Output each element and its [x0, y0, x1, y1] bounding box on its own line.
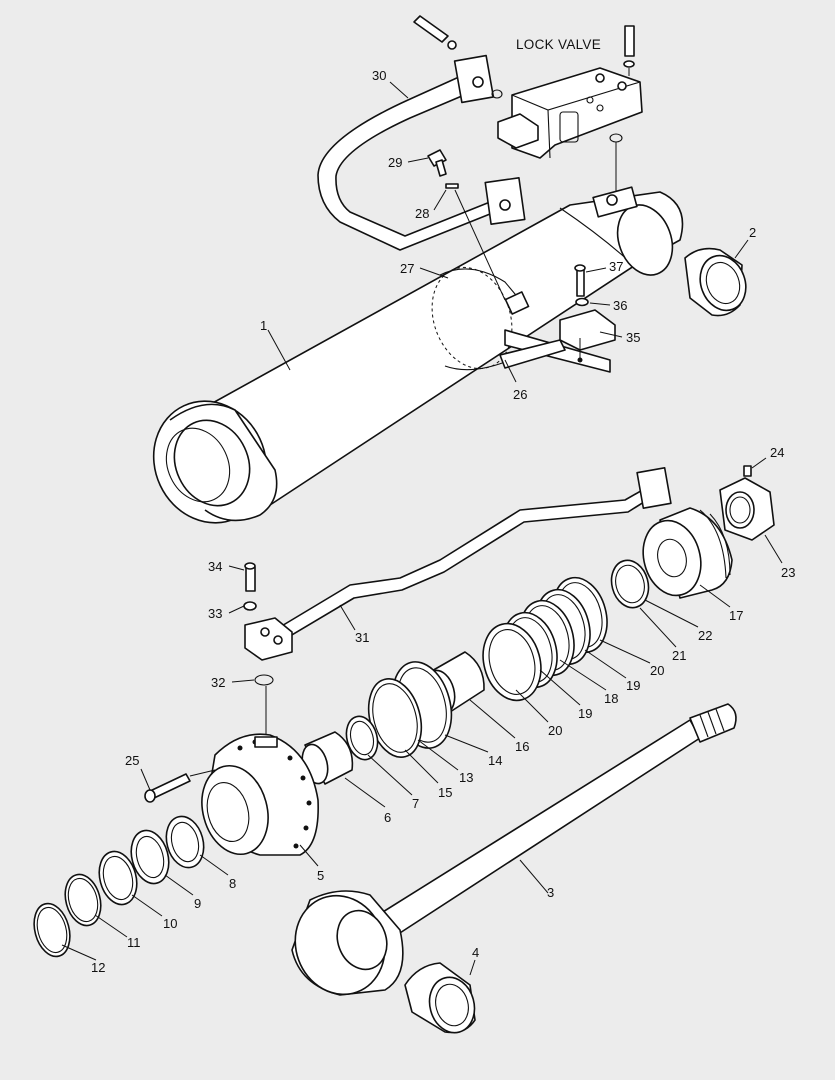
leader-lines — [61, 81, 783, 976]
part-28-pin — [445, 183, 459, 189]
callout-24: 24 — [770, 445, 784, 460]
callout-5: 5 — [317, 868, 324, 883]
callout-7: 7 — [412, 796, 419, 811]
callout-29: 29 — [388, 155, 402, 170]
callout-28: 28 — [415, 206, 429, 221]
callout-11: 11 — [127, 935, 141, 950]
callout-33: 33 — [208, 606, 222, 621]
part-4-bushing — [404, 962, 476, 1034]
o-ring-lower — [609, 133, 623, 143]
callout-19-b: 19 — [626, 678, 640, 693]
leader-assembly — [454, 189, 506, 301]
callout-30: 30 — [372, 68, 386, 83]
callout-20-b: 20 — [650, 663, 664, 678]
valve-bolt — [623, 25, 635, 76]
callout-34: 34 — [208, 559, 222, 574]
callout-25: 25 — [125, 753, 139, 768]
callout-12: 12 — [91, 960, 105, 975]
part-24-screw — [743, 465, 752, 477]
callout-10: 10 — [163, 916, 177, 931]
part-36-washer — [575, 297, 589, 307]
callout-16: 16 — [515, 739, 529, 754]
part-30-tube — [317, 54, 526, 251]
callout-3: 3 — [547, 885, 554, 900]
lock-valve-title: LOCK VALVE — [516, 37, 601, 52]
part-6-bushing — [301, 731, 354, 785]
part-17-piston — [642, 507, 733, 599]
callout-13: 13 — [459, 770, 473, 785]
callout-32: 32 — [211, 675, 225, 690]
o-ring-valve — [491, 89, 503, 99]
callout-23: 23 — [781, 565, 795, 580]
part-33-washer — [243, 601, 257, 611]
callout-4: 4 — [472, 945, 479, 960]
callout-15: 15 — [438, 785, 452, 800]
callout-36: 36 — [613, 298, 627, 313]
callout-6: 6 — [384, 810, 391, 825]
piston-seal-rings — [482, 559, 650, 702]
part-37-bolt — [574, 264, 586, 297]
part-32-o-ring — [254, 674, 274, 686]
part-35-bracket — [499, 309, 616, 373]
callout-31: 31 — [355, 630, 369, 645]
callout-9: 9 — [194, 896, 201, 911]
part-1-cylinder-tube — [152, 186, 684, 524]
part-3-piston-rod — [291, 703, 737, 996]
callout-1: 1 — [260, 318, 267, 333]
callout-20-a: 20 — [548, 723, 562, 738]
part-25-bolt — [144, 773, 191, 803]
rod-seal-rings — [33, 815, 205, 958]
callout-8: 8 — [229, 876, 236, 891]
callout-22: 22 — [698, 628, 712, 643]
lock-valve — [497, 67, 643, 159]
bolt-top-left — [413, 15, 457, 50]
leader-25-line — [189, 769, 216, 777]
callout-35: 35 — [626, 330, 640, 345]
callout-labels: 1 2 3 4 5 6 7 8 9 10 11 12 13 14 15 16 1… — [91, 68, 795, 975]
part-2-bushing — [684, 247, 747, 317]
callout-26: 26 — [513, 387, 527, 402]
callout-37: 37 — [609, 259, 623, 274]
part-29-bolt — [427, 149, 447, 177]
callout-2: 2 — [749, 225, 756, 240]
callout-19-a: 19 — [578, 706, 592, 721]
callout-27: 27 — [400, 261, 414, 276]
part-27-clamp-band — [431, 266, 530, 371]
callout-14: 14 — [488, 753, 502, 768]
callout-17: 17 — [729, 608, 743, 623]
head-seal-rings — [345, 661, 453, 761]
part-34-bolt — [244, 562, 256, 592]
part-31-tube — [244, 467, 672, 661]
part-5-cylinder-head — [201, 733, 319, 856]
part-23-nut — [719, 477, 775, 541]
callout-18: 18 — [604, 691, 618, 706]
callout-21: 21 — [672, 648, 686, 663]
